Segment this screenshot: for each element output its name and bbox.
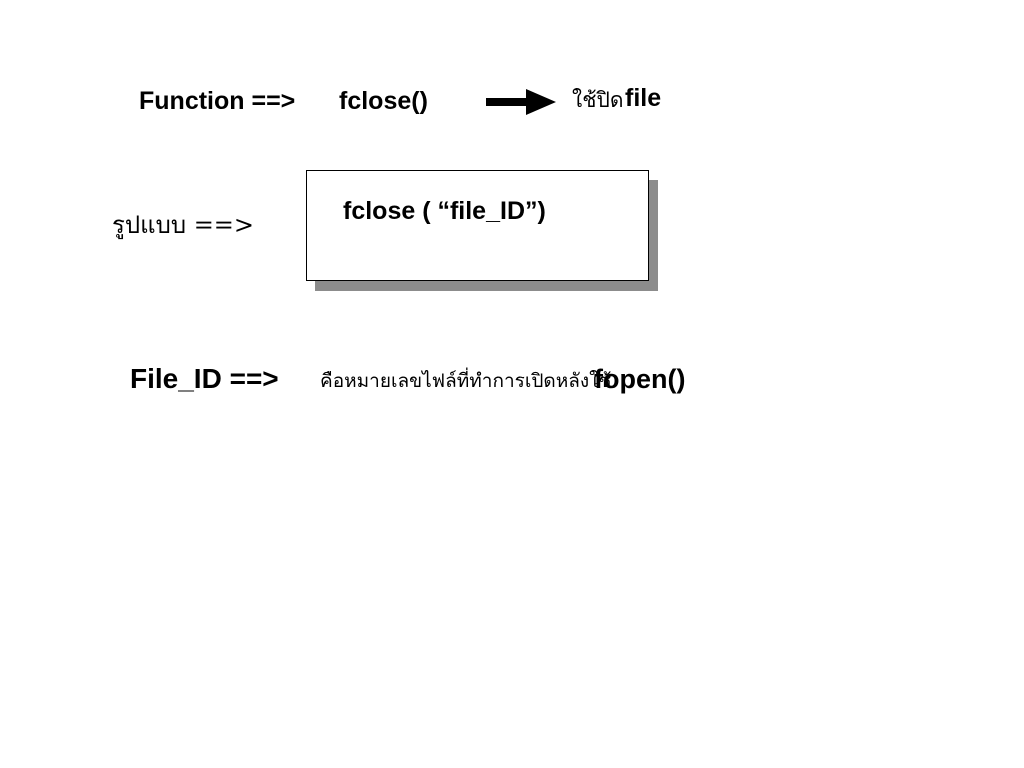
fileid-description: คือหมายเลขไฟล์ที่ทำการเปิดหลังใช้ (320, 370, 612, 392)
right-arrow-icon (486, 89, 556, 115)
purpose-file-word: file (625, 84, 662, 112)
syntax-label: รูปแบบ ==> (112, 211, 255, 239)
syntax-code: fclose ( “file_ID”) (343, 197, 546, 225)
purpose-thai-text: ใช้ปิด (572, 88, 624, 112)
syntax-box (306, 170, 649, 281)
fileid-fopen: fopen() (594, 364, 686, 394)
function-name: fclose() (339, 87, 428, 115)
fileid-term: File_ID ==> (130, 363, 279, 394)
function-label: Function ==> (139, 87, 296, 115)
